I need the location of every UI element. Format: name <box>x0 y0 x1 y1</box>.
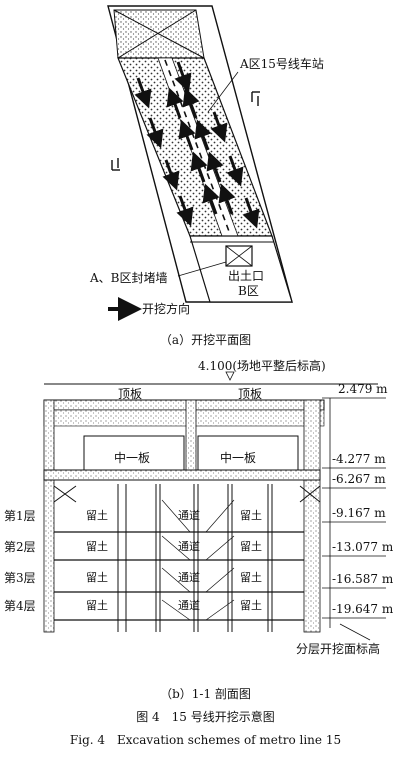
section-note: 分层开挖面标高 <box>296 642 381 656</box>
soil-label: 留土 <box>240 509 262 522</box>
figure-caption-cn: 图 4 15 号线开挖示意图 <box>136 710 275 724</box>
mid-slab-left-label: 中一板 <box>114 451 151 465</box>
plan-caption: （a）开挖平面图 <box>159 333 252 347</box>
layer-label: 第1层 <box>4 509 36 523</box>
soil-label: 留土 <box>86 509 108 522</box>
channel-label: 通道 <box>178 571 200 584</box>
excavation-arrows <box>134 61 260 229</box>
section-mark-right <box>251 91 260 106</box>
layer-label: 第2层 <box>4 540 36 554</box>
mid-slab-right-label: 中一板 <box>220 451 257 465</box>
legend-label: 开挖方向 <box>142 302 191 316</box>
elevation-label: -16.587 m <box>332 572 394 586</box>
elevation-label: -19.647 m <box>332 602 394 616</box>
soil-label: 留土 <box>86 599 108 612</box>
plan-view-drawing <box>107 5 293 321</box>
top-slab <box>43 399 325 411</box>
elevation-label: -4.277 m <box>332 452 386 466</box>
station-label: A区15号线车站 <box>240 57 324 71</box>
channel-label: 通道 <box>178 540 200 553</box>
top-slab-right-label: 顶板 <box>238 387 263 401</box>
elevation-label: 2.479 m <box>338 382 388 396</box>
outlet-label: 出土口 <box>228 269 265 283</box>
zone-b <box>189 235 293 303</box>
elevation-ticks <box>322 397 386 628</box>
ground-label: 4.100(场地平整后标高) <box>198 359 326 373</box>
top-slab-left-label: 顶板 <box>118 387 143 401</box>
channel-label: 通道 <box>178 509 200 522</box>
elevation-label: -13.077 m <box>332 540 394 554</box>
soil-label: 留土 <box>240 599 262 612</box>
soil-label: 留土 <box>240 571 262 584</box>
section-mark-left <box>111 158 120 171</box>
right-wall <box>303 399 321 633</box>
layer-label: 第4层 <box>4 599 36 613</box>
soil-label: 留土 <box>86 571 108 584</box>
outlet-box <box>225 245 253 267</box>
layer-lines <box>54 531 304 621</box>
elevation-label: -6.267 m <box>332 472 386 486</box>
left-wall <box>43 399 55 633</box>
channel-label: 通道 <box>178 599 200 612</box>
soil-label: 留土 <box>240 540 262 553</box>
soil-label: 留土 <box>86 540 108 553</box>
figure-caption-en: Fig. 4 Excavation schemes of metro line … <box>69 733 342 747</box>
zone-b-label: B区 <box>238 284 259 298</box>
elevation-label: -9.167 m <box>332 506 386 520</box>
wall-label: A、B区封堵墙 <box>90 271 168 285</box>
layer-label: 第3层 <box>4 571 36 585</box>
section-caption: （b）1-1 剖面图 <box>160 687 251 701</box>
mid-slab <box>43 469 321 481</box>
